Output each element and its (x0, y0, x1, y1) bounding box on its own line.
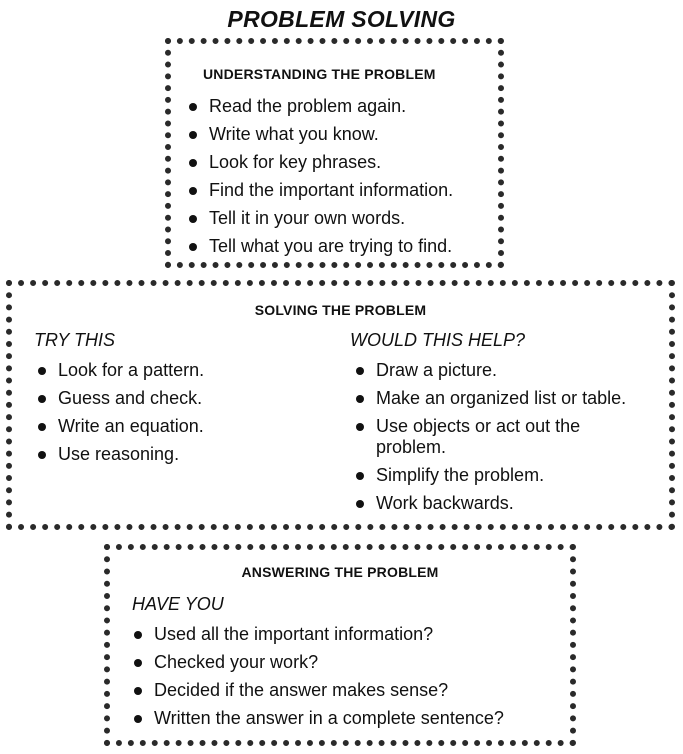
list-item: Write what you know. (187, 124, 497, 145)
list-item: Simplify the problem. (354, 465, 659, 486)
list-item: Guess and check. (36, 388, 326, 409)
list-item: Use reasoning. (36, 444, 326, 465)
understanding-box: UNDERSTANDING THE PROBLEM Read the probl… (165, 38, 504, 268)
list-item: Look for key phrases. (187, 152, 497, 173)
list-item: Tell it in your own words. (187, 208, 497, 229)
list-item: Look for a pattern. (36, 360, 326, 381)
would-this-help-list: Draw a picture. Make an organized list o… (354, 360, 659, 521)
try-this-list: Look for a pattern. Guess and check. Wri… (36, 360, 326, 472)
understanding-heading: UNDERSTANDING THE PROBLEM (203, 66, 436, 82)
list-item: Decided if the answer makes sense? (132, 680, 572, 701)
list-item: Use objects or act out the problem. (354, 416, 616, 458)
list-item: Make an organized list or table. (354, 388, 659, 409)
list-item: Written the answer in a complete sentenc… (132, 708, 572, 729)
list-item: Used all the important information? (132, 624, 572, 645)
list-item: Find the important information. (187, 180, 497, 201)
list-item: Read the problem again. (187, 96, 497, 117)
list-item: Checked your work? (132, 652, 572, 673)
understanding-list: Read the problem again. Write what you k… (187, 96, 497, 264)
solving-heading: SOLVING THE PROBLEM (254, 302, 427, 318)
answering-box: ANSWERING THE PROBLEM HAVE YOU Used all … (104, 544, 576, 746)
answering-heading: ANSWERING THE PROBLEM (241, 564, 439, 580)
solving-box: SOLVING THE PROBLEM TRY THIS Look for a … (6, 280, 675, 530)
try-this-label: TRY THIS (34, 330, 116, 350)
list-item: Write an equation. (36, 416, 326, 437)
have-you-list: Used all the important information? Chec… (132, 624, 572, 736)
list-item: Draw a picture. (354, 360, 659, 381)
list-item: Tell what you are trying to find. (187, 236, 497, 257)
would-this-help-label: WOULD THIS HELP? (350, 330, 526, 350)
have-you-label: HAVE YOU (132, 594, 224, 614)
list-item: Work backwards. (354, 493, 659, 514)
page-title: PROBLEM SOLVING (227, 6, 456, 32)
